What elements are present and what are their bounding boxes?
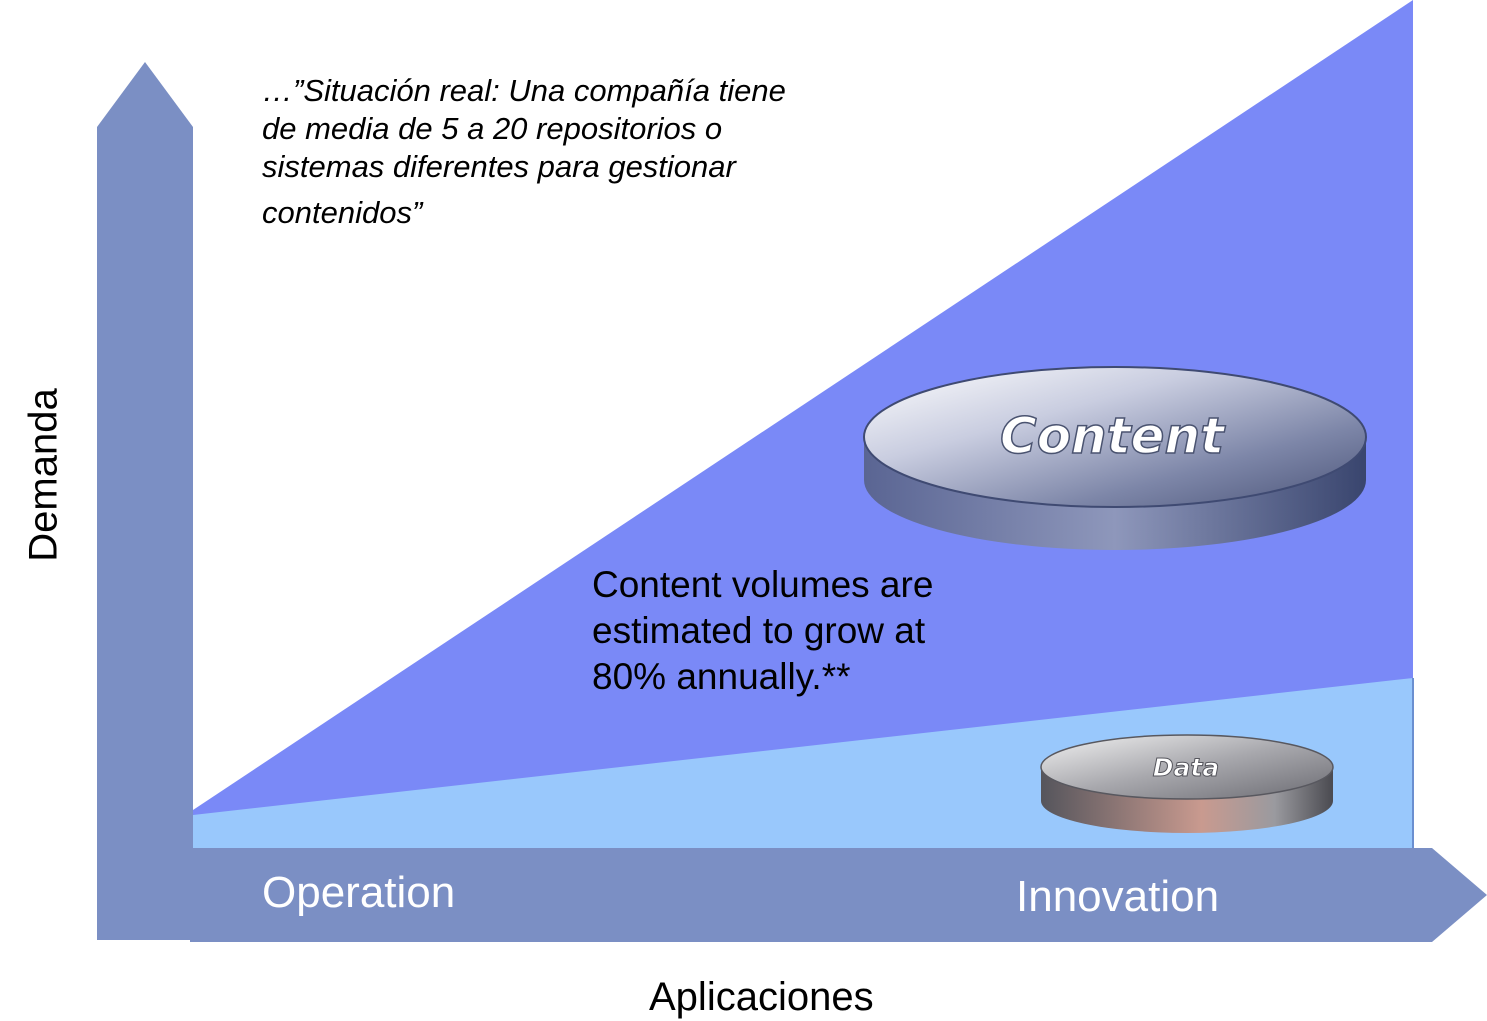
quote-line-1: Situación real: Una compañía tiene — [303, 73, 786, 108]
quote-line-4: contenidos — [262, 195, 412, 230]
quote-prefix: …” — [262, 73, 304, 108]
operation-label: Operation — [262, 868, 456, 917]
content-disk-label: Content — [1000, 407, 1226, 465]
quote-line-3: sistemas diferentes para gestionar — [262, 149, 736, 184]
y-axis-arrow — [97, 62, 193, 940]
quote-line-2: de media de 5 a 20 repositorios o — [262, 111, 723, 146]
x-axis-arrow — [190, 848, 1487, 942]
y-axis-label: Demanda — [21, 388, 66, 562]
data-disk-icon: Data — [1040, 734, 1334, 833]
quote-suffix: ” — [411, 195, 423, 230]
growth-note-line-3: 80% annually.** — [592, 656, 851, 697]
growth-note-line-2: estimated to grow at — [592, 610, 926, 651]
data-disk-label: Data — [1153, 753, 1219, 782]
innovation-label: Innovation — [1016, 872, 1220, 921]
growth-note-line-1: Content volumes are — [592, 564, 934, 605]
content-disk-icon: Content — [863, 366, 1367, 550]
x-axis-label: Aplicaciones — [649, 975, 874, 1019]
content-growth-area — [193, 0, 1413, 848]
growth-note: Content volumes are estimated to grow at… — [592, 562, 1012, 700]
quote-text: …”Situación real: Una compañía tiene de … — [262, 72, 922, 232]
